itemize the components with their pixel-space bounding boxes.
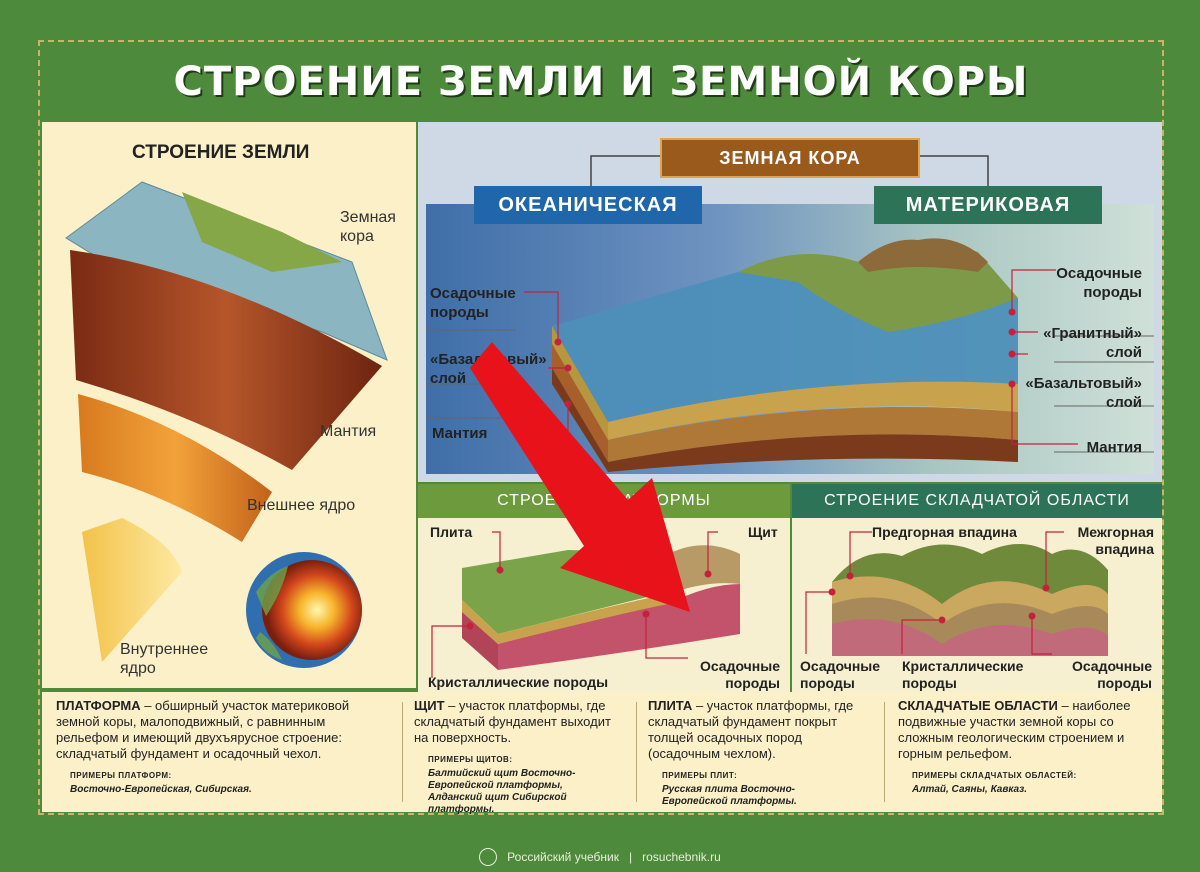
earth-structure-panel: СТРОЕНИЕ ЗЕМЛИ Земна [42,122,416,688]
earth-structure-title: СТРОЕНИЕ ЗЕМЛИ [132,142,310,163]
footer-separator: | [628,850,633,864]
definition-platform-term: ПЛАТФОРМА [56,698,141,713]
definition-plate-term: ПЛИТА [648,698,693,713]
definitions-divider-1 [402,702,403,802]
publisher-url[interactable]: rosuchebnik.ru [642,850,721,864]
oceanic-crust-header: ОКЕАНИЧЕСКАЯ [474,186,702,224]
oceanic-label-sedimentary: Осадочные породы [430,285,516,321]
fold-label-sedimentary-left: Осадочные породы [800,658,881,691]
definition-shield-text: – участок платформы, где складчатый фунд… [414,698,611,745]
outer-core-block [78,394,272,542]
oceanic-label-mantle: Мантия [432,425,488,442]
fold-label-foredeep: Предгорная впадина [872,524,1017,540]
label-earth-crust: Земная кора [340,209,396,245]
platform-structure-panel: СТРОЕНИЕ ПЛАТФОРМЫ Плита Щит Кристалличе… [418,484,790,692]
definition-shield-term: ЩИТ [414,698,445,713]
continental-label-mantle: Мантия [1086,439,1142,456]
definition-plate-examples: Русская плита Восточно-Европейской платф… [662,784,797,807]
fold-label-sedimentary-right: Осадочные породы [1071,658,1152,691]
platform-label-shield: Щит [748,524,778,540]
label-mantle: Мантия [320,423,377,440]
oceanic-label-basalt: «Базальтовый» слой [430,351,547,387]
definitions-divider-2 [636,702,637,802]
publisher-logo-icon [479,848,498,866]
definition-platform-examples: Восточно-Европейская, Сибирская. [70,784,252,795]
fold-label-intermontane: Межгорная впадина [1077,524,1154,557]
definition-fold-text: – наиболее подвижные участки земной коры… [898,698,1131,761]
crust-side-layers [608,381,1018,440]
platform-label-sedimentary: Осадочные породы [699,658,780,691]
fold-area-panel: СТРОЕНИЕ СКЛАДЧАТОЙ ОБЛАСТИ Предгорная в… [792,484,1162,692]
publisher-brand: Российский учебник [507,850,619,864]
earth-crust-header: ЗЕМНАЯ КОРА [660,138,920,178]
definition-shield: ЩИТ – участок платформы, где складчатый … [414,698,614,816]
continental-label-sedimentary: Осадочные породы [1056,265,1142,301]
definition-plate: ПЛИТА – участок платформы, где складчаты… [648,698,858,808]
definition-platform-examples-title: ПРИМЕРЫ ПЛАТФОРМ: [70,771,172,780]
definition-fold-examples: Алтай, Саяны, Кавказ. [912,784,1027,795]
label-inner-core: Внутреннее ядро [120,641,209,677]
continental-crust-header: МАТЕРИКОВАЯ [874,186,1102,224]
poster-title-bar: СТРОЕНИЕ ЗЕМЛИ И ЗЕМНОЙ КОРЫ [42,46,1160,118]
inner-core-block [82,518,182,662]
continental-label-granite: «Гранитный» слой [1043,325,1142,361]
label-outer-core: Внешнее ядро [247,497,356,514]
fold-label-crystalline: Кристаллические породы [902,658,1024,691]
definitions-divider-3 [884,702,885,802]
definition-platform: ПЛАТФОРМА – обширный участок материковой… [56,698,376,796]
fold-area-header: СТРОЕНИЕ СКЛАДЧАТОЙ ОБЛАСТИ [792,484,1162,518]
platform-label-crystalline: Кристаллические породы [428,674,609,690]
definitions-panel: ПЛАТФОРМА – обширный участок материковой… [42,692,1162,815]
fold-area-illustration [805,531,1108,656]
definition-fold-examples-title: ПРИМЕРЫ СКЛАДЧАТЫХ ОБЛАСТЕЙ: [912,771,1077,780]
definition-shield-examples-title: ПРИМЕРЫ ЩИТОВ: [428,755,513,764]
definition-plate-examples-title: ПРИМЕРЫ ПЛИТ: [662,771,738,780]
definition-platform-text: – обширный участок материковой земной ко… [56,698,350,761]
platform-label-plate: Плита [430,524,473,540]
definition-fold-areas: СКЛАДЧАТЫЕ ОБЛАСТИ – наиболее подвижные … [898,698,1154,796]
earth-crust-panel: ЗЕМНАЯ КОРА ОКЕАНИЧЕСКАЯ МАТЕРИКОВАЯ Оса… [418,122,1162,482]
poster-title: СТРОЕНИЕ ЗЕМЛИ И ЗЕМНОЙ КОРЫ [173,59,1029,105]
poster-border [38,40,1164,815]
earth-layers-illustration [65,181,388,668]
continental-label-basalt: «Базальтовый» слой [1025,375,1142,411]
footer: Российский учебник | rosuchebnik.ru [0,842,1200,872]
definition-shield-examples: Балтийский щит Восточно-Европейской плат… [428,768,576,815]
definition-plate-text: – участок платформы, где складчатый фунд… [648,698,854,761]
mantle-block [70,250,382,470]
definition-fold-term: СКЛАДЧАТЫЕ ОБЛАСТИ [898,698,1058,713]
